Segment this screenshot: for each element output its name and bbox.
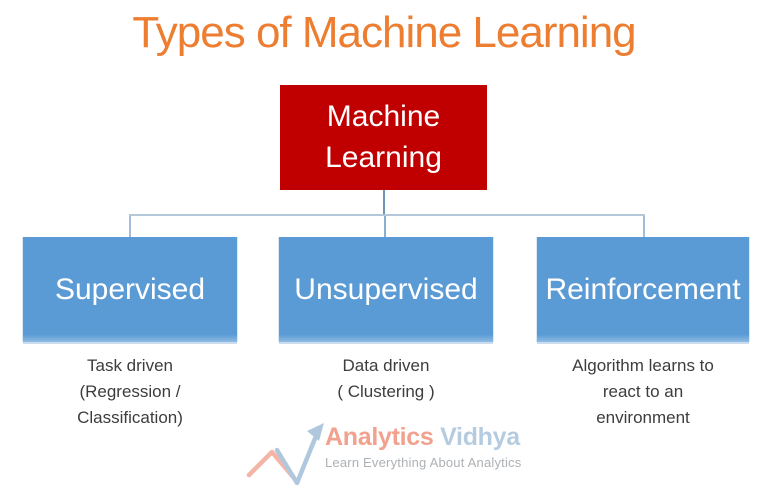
logo-brand-line: Analytics Vidhya bbox=[325, 422, 521, 452]
connector-stem bbox=[383, 190, 385, 215]
node-supervised-label: Supervised bbox=[54, 272, 206, 306]
connector-drop-unsupervised bbox=[384, 216, 386, 237]
connector-drop-supervised bbox=[129, 216, 131, 237]
description-supervised: Task driven (Regression / Classification… bbox=[77, 356, 183, 427]
description-unsupervised: Data driven ( Clustering ) bbox=[337, 356, 435, 401]
zigzag-arrow-chart-icon bbox=[246, 423, 324, 485]
analytics-vidhya-logo: Analytics Vidhya Learn Everything About … bbox=[246, 419, 528, 485]
node-reinforcement: Reinforcement bbox=[537, 237, 749, 342]
description-reinforcement: Algorithm learns to react to an environm… bbox=[572, 356, 714, 427]
logo-tagline: Learn Everything About Analytics bbox=[325, 455, 522, 470]
node-unsupervised: Unsupervised bbox=[279, 237, 493, 342]
diagram-title: Types of Machine Learning bbox=[132, 8, 636, 57]
connector-horizontal-bar bbox=[129, 214, 645, 216]
node-machine-learning-label: Machine Learning bbox=[325, 100, 442, 174]
logo-brand-analytics: Analytics bbox=[325, 423, 434, 451]
node-reinforcement-label: Reinforcement bbox=[545, 272, 741, 306]
connector-drop-reinforcement bbox=[643, 216, 645, 237]
node-supervised: Supervised bbox=[23, 237, 237, 342]
node-unsupervised-label: Unsupervised bbox=[294, 272, 478, 306]
logo-brand-vidhya: Vidhya bbox=[440, 423, 520, 451]
node-machine-learning: Machine Learning bbox=[280, 85, 487, 190]
logo-text-block: Analytics Vidhya Learn Everything About … bbox=[325, 422, 521, 470]
